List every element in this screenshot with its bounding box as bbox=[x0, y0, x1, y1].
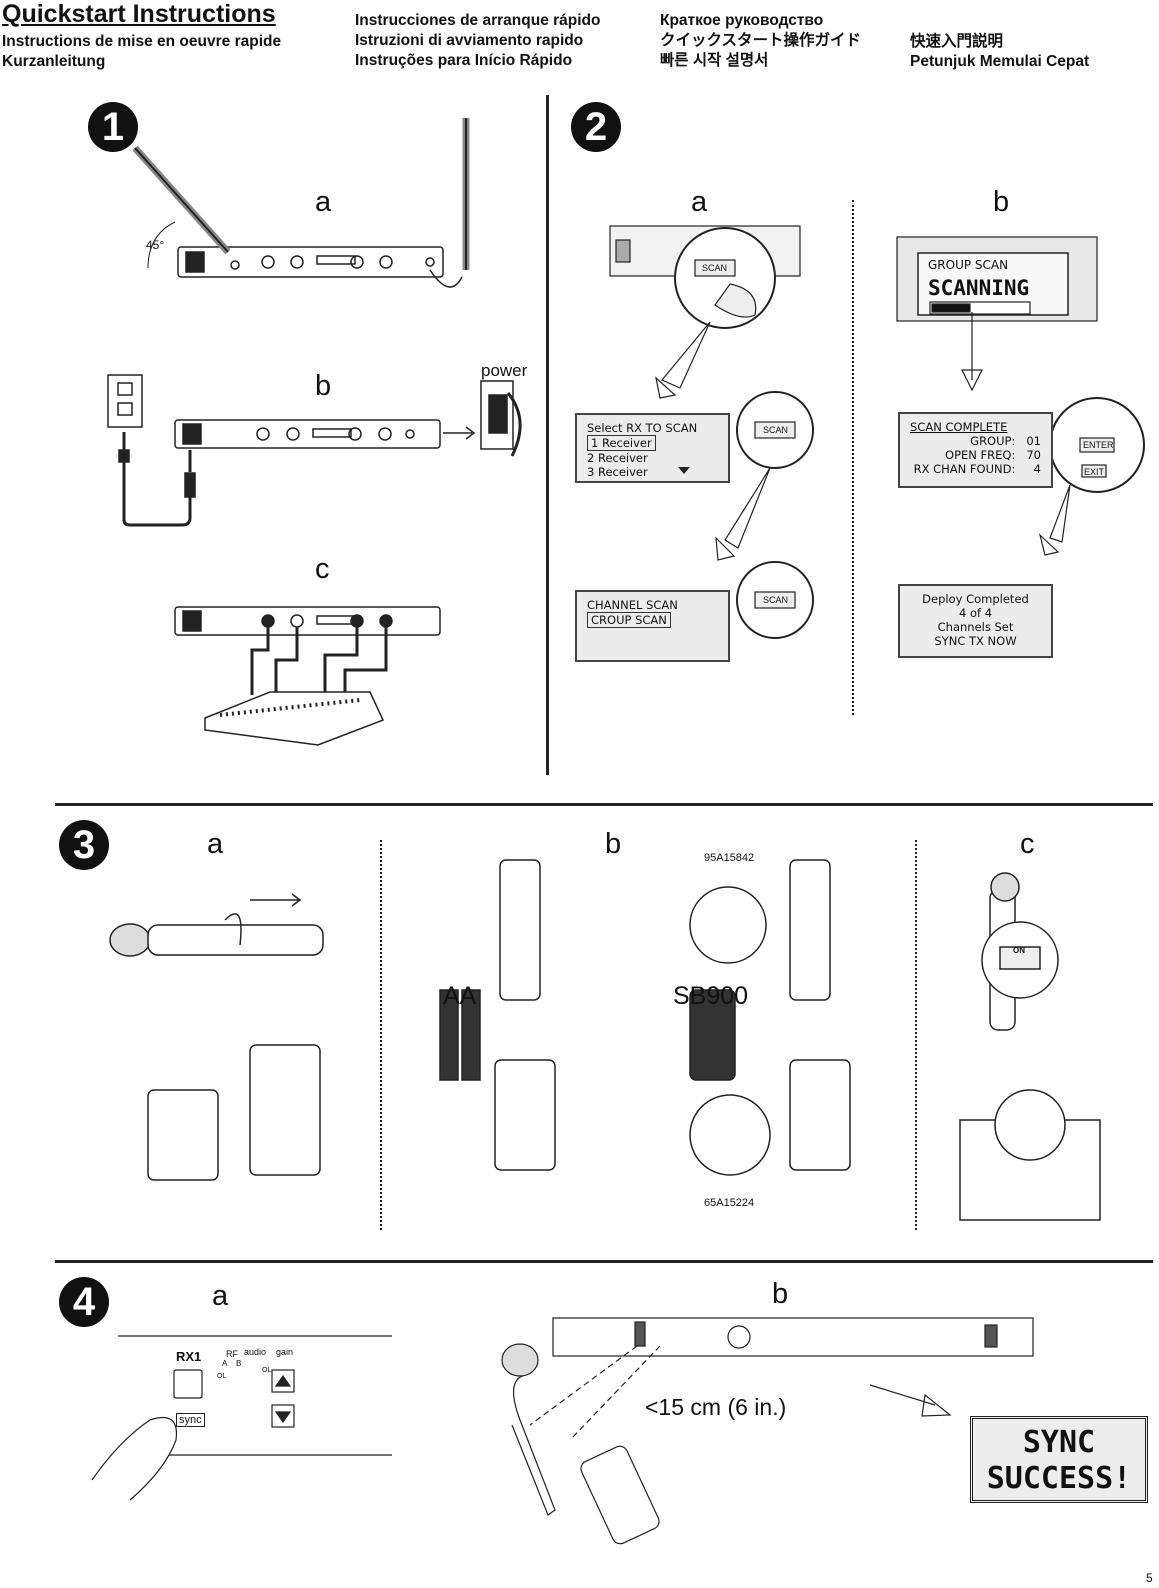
lcd-scanning-title: GROUP SCAN bbox=[928, 258, 1009, 272]
divider-horizontal bbox=[55, 803, 1153, 806]
rf-label: RF bbox=[226, 1349, 238, 1359]
lcd-row-label: GROUP: bbox=[970, 434, 1016, 448]
header-col4: 快速入門説明 Petunjuk Memulai Cepat bbox=[910, 32, 1089, 72]
section-number-4: 4 bbox=[59, 1277, 109, 1327]
battery-aa-label: AA bbox=[443, 982, 477, 1010]
lcd-row-value: 01 bbox=[1026, 434, 1041, 448]
step-label-3b: b bbox=[605, 828, 622, 860]
lcd-title: Select RX TO SCAN bbox=[587, 421, 698, 435]
lcd-row-rx-chan: RX CHAN FOUND: 4 bbox=[910, 462, 1041, 476]
section-number-3: 3 bbox=[59, 820, 109, 870]
lcd-row-open-freq: OPEN FREQ: 70 bbox=[910, 448, 1041, 462]
lcd-line: Channels Set bbox=[937, 620, 1014, 634]
step-label-2b: b bbox=[993, 186, 1010, 218]
divider-vertical bbox=[546, 95, 549, 775]
receiver-rear-1b bbox=[107, 374, 522, 527]
audio-label: audio bbox=[244, 1347, 267, 1357]
receiver-front-2a bbox=[609, 225, 814, 639]
header-line: クイックスタート操作ガイド bbox=[660, 32, 862, 49]
part-number-top: 95A15842 bbox=[704, 852, 755, 864]
step-label-1a: a bbox=[315, 186, 332, 218]
ol-label: OL bbox=[262, 1367, 272, 1374]
page-number: 5 bbox=[1146, 1571, 1153, 1585]
divider-dotted bbox=[915, 840, 917, 1230]
section-number-2: 2 bbox=[571, 102, 621, 152]
on-label: ON bbox=[1013, 946, 1025, 955]
lcd-item: 2 Receiver bbox=[587, 451, 648, 465]
lcd-scan-complete: SCAN COMPLETE GROUP: 01 OPEN FREQ: 70 RX… bbox=[898, 412, 1053, 488]
header-line: 快速入門説明 bbox=[910, 33, 1004, 50]
divider-dotted bbox=[380, 840, 382, 1230]
lcd-row-label: RX CHAN FOUND: bbox=[913, 462, 1016, 476]
sync-illustrations bbox=[91, 1317, 1034, 1545]
lcd-line: SUCCESS! bbox=[986, 1461, 1132, 1496]
ol-label: OL bbox=[217, 1373, 227, 1380]
lcd-row-group: GROUP: 01 bbox=[910, 434, 1041, 448]
lcd-line: Deploy Completed bbox=[922, 592, 1029, 606]
scan-button: SCAN bbox=[702, 263, 728, 273]
rf-a-label: A bbox=[222, 1359, 228, 1368]
lcd-title: SCAN COMPLETE bbox=[910, 420, 1008, 434]
power-label: power bbox=[481, 361, 528, 380]
receiver-mixer-1c bbox=[174, 606, 441, 746]
gain-label: gain bbox=[276, 1347, 294, 1357]
lcd-deploy-completed: Deploy Completed 4 of 4 Channels Set SYN… bbox=[898, 584, 1053, 658]
lcd-row-value: 4 bbox=[1033, 462, 1041, 476]
lcd-item-selected: CROUP SCAN bbox=[587, 612, 671, 628]
lcd-row-label: OPEN FREQ: bbox=[945, 448, 1016, 462]
divider-dotted bbox=[852, 200, 854, 715]
sync-button: sync bbox=[176, 1413, 205, 1427]
step-label-3a: a bbox=[207, 828, 224, 860]
rf-b-label: B bbox=[236, 1359, 242, 1368]
step-label-2a: a bbox=[691, 186, 708, 218]
lcd-line: SYNC TX NOW bbox=[934, 634, 1017, 648]
divider-horizontal bbox=[55, 1260, 1153, 1263]
header-line: Petunjuk Memulai Cepat bbox=[910, 53, 1090, 70]
section-number-1: 1 bbox=[88, 102, 138, 152]
battery-sb900-label: SB900 bbox=[673, 982, 749, 1010]
scan-button: SCAN bbox=[763, 425, 789, 435]
header-col2: Instrucciones de arranque rápido Istruzi… bbox=[355, 11, 600, 71]
header-line: Kurzanleitung bbox=[2, 53, 106, 70]
page-title: Quickstart Instructions bbox=[2, 0, 276, 28]
header-line: Краткое руководство bbox=[660, 12, 824, 29]
header-line: 빠른 시작 설명서 bbox=[660, 52, 769, 69]
lcd-item-selected: 1 Receiver bbox=[587, 435, 656, 451]
step-label-1b: b bbox=[315, 370, 332, 402]
step-label-4b: b bbox=[772, 1278, 789, 1310]
header-col1: Instructions de mise en oeuvre rapide Ku… bbox=[2, 32, 281, 72]
lcd-sync-success: SYNC SUCCESS! bbox=[970, 1416, 1148, 1503]
receiver-front-2b bbox=[896, 236, 1145, 556]
lcd-item: CHANNEL SCAN bbox=[587, 598, 678, 612]
lcd-scan-type: CHANNEL SCAN CROUP SCAN bbox=[575, 590, 730, 662]
header-line: Istruzioni di avviamento rapido bbox=[355, 32, 584, 49]
step-label-3c: c bbox=[1020, 828, 1035, 860]
header-line: Instrucciones de arranque rápido bbox=[355, 12, 601, 29]
scan-button: SCAN bbox=[763, 595, 789, 605]
lcd-item: 3 Receiver bbox=[587, 465, 648, 479]
step-label-4a: a bbox=[212, 1280, 229, 1312]
distance-label: <15 cm (6 in.) bbox=[645, 1394, 787, 1420]
part-number-bottom: 65A15224 bbox=[704, 1197, 755, 1209]
header-line: Instructions de mise en oeuvre rapide bbox=[2, 33, 282, 50]
transmitter-illustrations bbox=[109, 859, 1101, 1221]
lcd-scanning-status: SCANNING bbox=[928, 276, 1030, 300]
lcd-line: SYNC bbox=[1022, 1425, 1096, 1460]
step-label-1c: c bbox=[315, 553, 330, 585]
header-col3: Краткое руководство クイックスタート操作ガイド 빠른 시작 … bbox=[660, 11, 861, 71]
down-arrow-icon bbox=[678, 467, 690, 474]
enter-button: ENTER bbox=[1083, 440, 1114, 450]
rx-label: RX1 bbox=[176, 1349, 202, 1364]
lcd-line: 4 of 4 bbox=[958, 606, 993, 620]
receiver-rear-1a bbox=[132, 118, 470, 288]
header-line: Instruções para Início Rápido bbox=[355, 52, 573, 69]
lcd-select-receiver: Select RX TO SCAN 1 Receiver 2 Receiver … bbox=[575, 413, 730, 483]
lcd-row-value: 70 bbox=[1026, 448, 1041, 462]
exit-button: EXIT bbox=[1084, 467, 1105, 477]
